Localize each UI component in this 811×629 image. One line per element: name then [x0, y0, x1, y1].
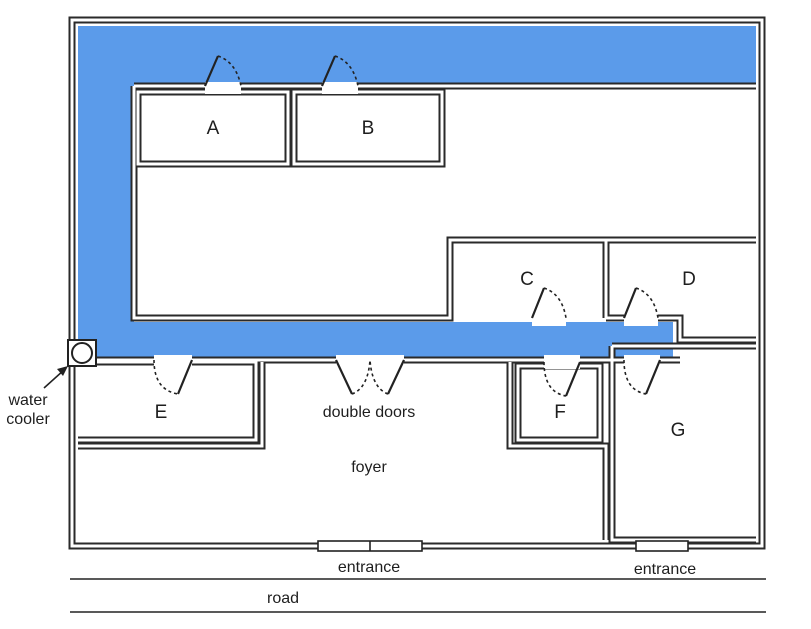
entrance-side-label: entrance [634, 561, 696, 578]
double-doors-graphic [335, 355, 405, 395]
interior-walls [78, 82, 756, 544]
outer-wall [68, 16, 766, 550]
room-g-label: G [671, 420, 686, 441]
room-a-label: A [207, 118, 220, 139]
water-cooler-arrow [43, 366, 68, 389]
door-c [530, 287, 567, 326]
water-cooler-icon [67, 339, 97, 367]
door-b [320, 55, 359, 94]
water-cooler-label-line1: water [7, 392, 48, 409]
entrance-main-label: entrance [338, 559, 400, 576]
room-b-label: B [362, 118, 375, 139]
room-d-label: D [682, 269, 696, 290]
door-a [203, 55, 242, 94]
room-e-label: E [155, 402, 168, 423]
door-f [543, 355, 582, 397]
double-doors-label: double doors [323, 404, 416, 421]
entrance-side-door [635, 540, 689, 552]
corridor [78, 26, 756, 358]
water-cooler-label-line2: cooler [6, 411, 50, 428]
entrance-main-doors [317, 540, 423, 552]
room-f-label: F [554, 402, 566, 423]
road-label: road [267, 590, 299, 607]
door-g [623, 355, 662, 395]
door-d [622, 287, 659, 326]
room-c-label: C [520, 269, 534, 290]
door-e [153, 355, 194, 395]
foyer-label: foyer [351, 459, 387, 476]
